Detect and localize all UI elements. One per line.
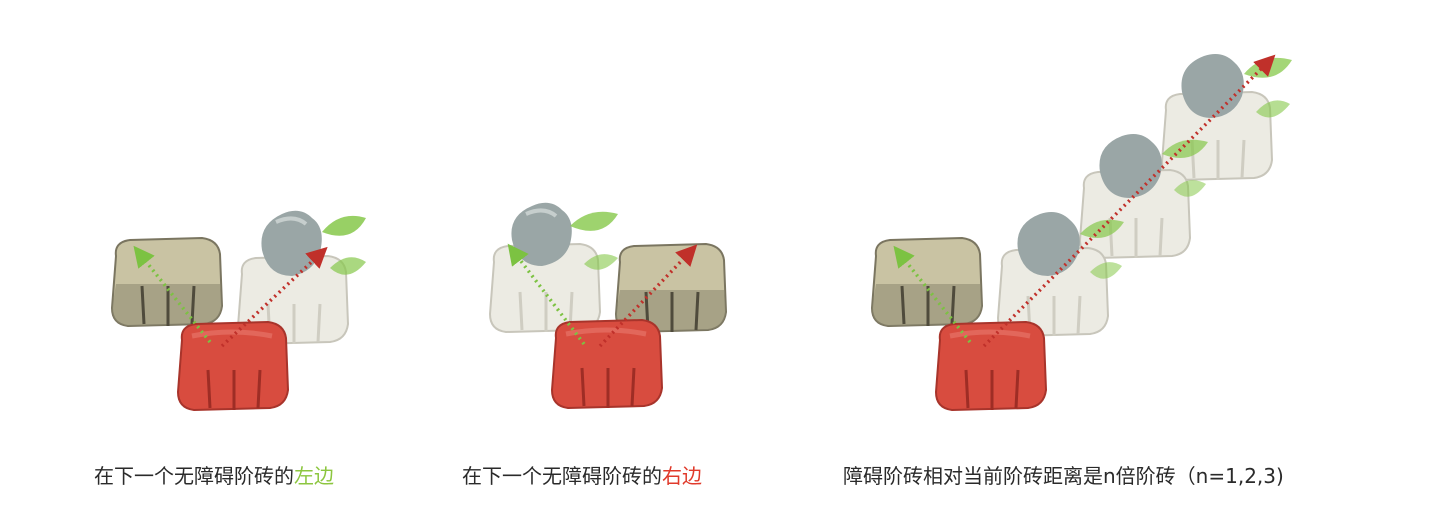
rock-icon [1181,54,1244,118]
caption-text: 在下一个无障碍阶砖的 [94,464,294,488]
next-step-tile [110,236,224,328]
next-step-tile [870,236,984,328]
arrow-to-left [133,245,212,344]
current-tile [176,320,290,412]
arrow-to-right [220,246,328,348]
arrow-to-right [598,244,698,348]
current-tile [550,318,664,410]
caption-text: 在下一个无障碍阶砖的 [462,464,662,488]
caption-right: 障碍阶砖相对当前阶砖距离是n倍阶砖（n=1,2,3) [843,461,1284,491]
caption-left: 在下一个无障碍阶砖的左边 [94,461,334,491]
arrow-to-left [507,243,586,346]
rock-icon [1099,134,1162,198]
arrow-to-left [893,245,972,344]
leaf-icon [322,215,366,275]
leaf-icon [1162,139,1208,197]
leaf-icon [1080,219,1124,279]
next-step-tile [614,242,728,334]
panel-left [110,210,366,412]
caption-middle: 在下一个无障碍阶砖的右边 [462,461,702,491]
caption-text: 障碍阶砖相对当前阶砖距离是n倍阶砖（n=1,2,3) [843,464,1284,488]
caption-highlight: 左边 [294,464,334,488]
rock-icon [1017,212,1080,276]
leaf-icon [570,211,618,270]
current-tile [934,320,1048,412]
arrow-diagonal-n [982,54,1276,348]
panel-right [870,54,1292,412]
panel-middle [488,202,728,410]
caption-highlight: 右边 [662,464,702,488]
